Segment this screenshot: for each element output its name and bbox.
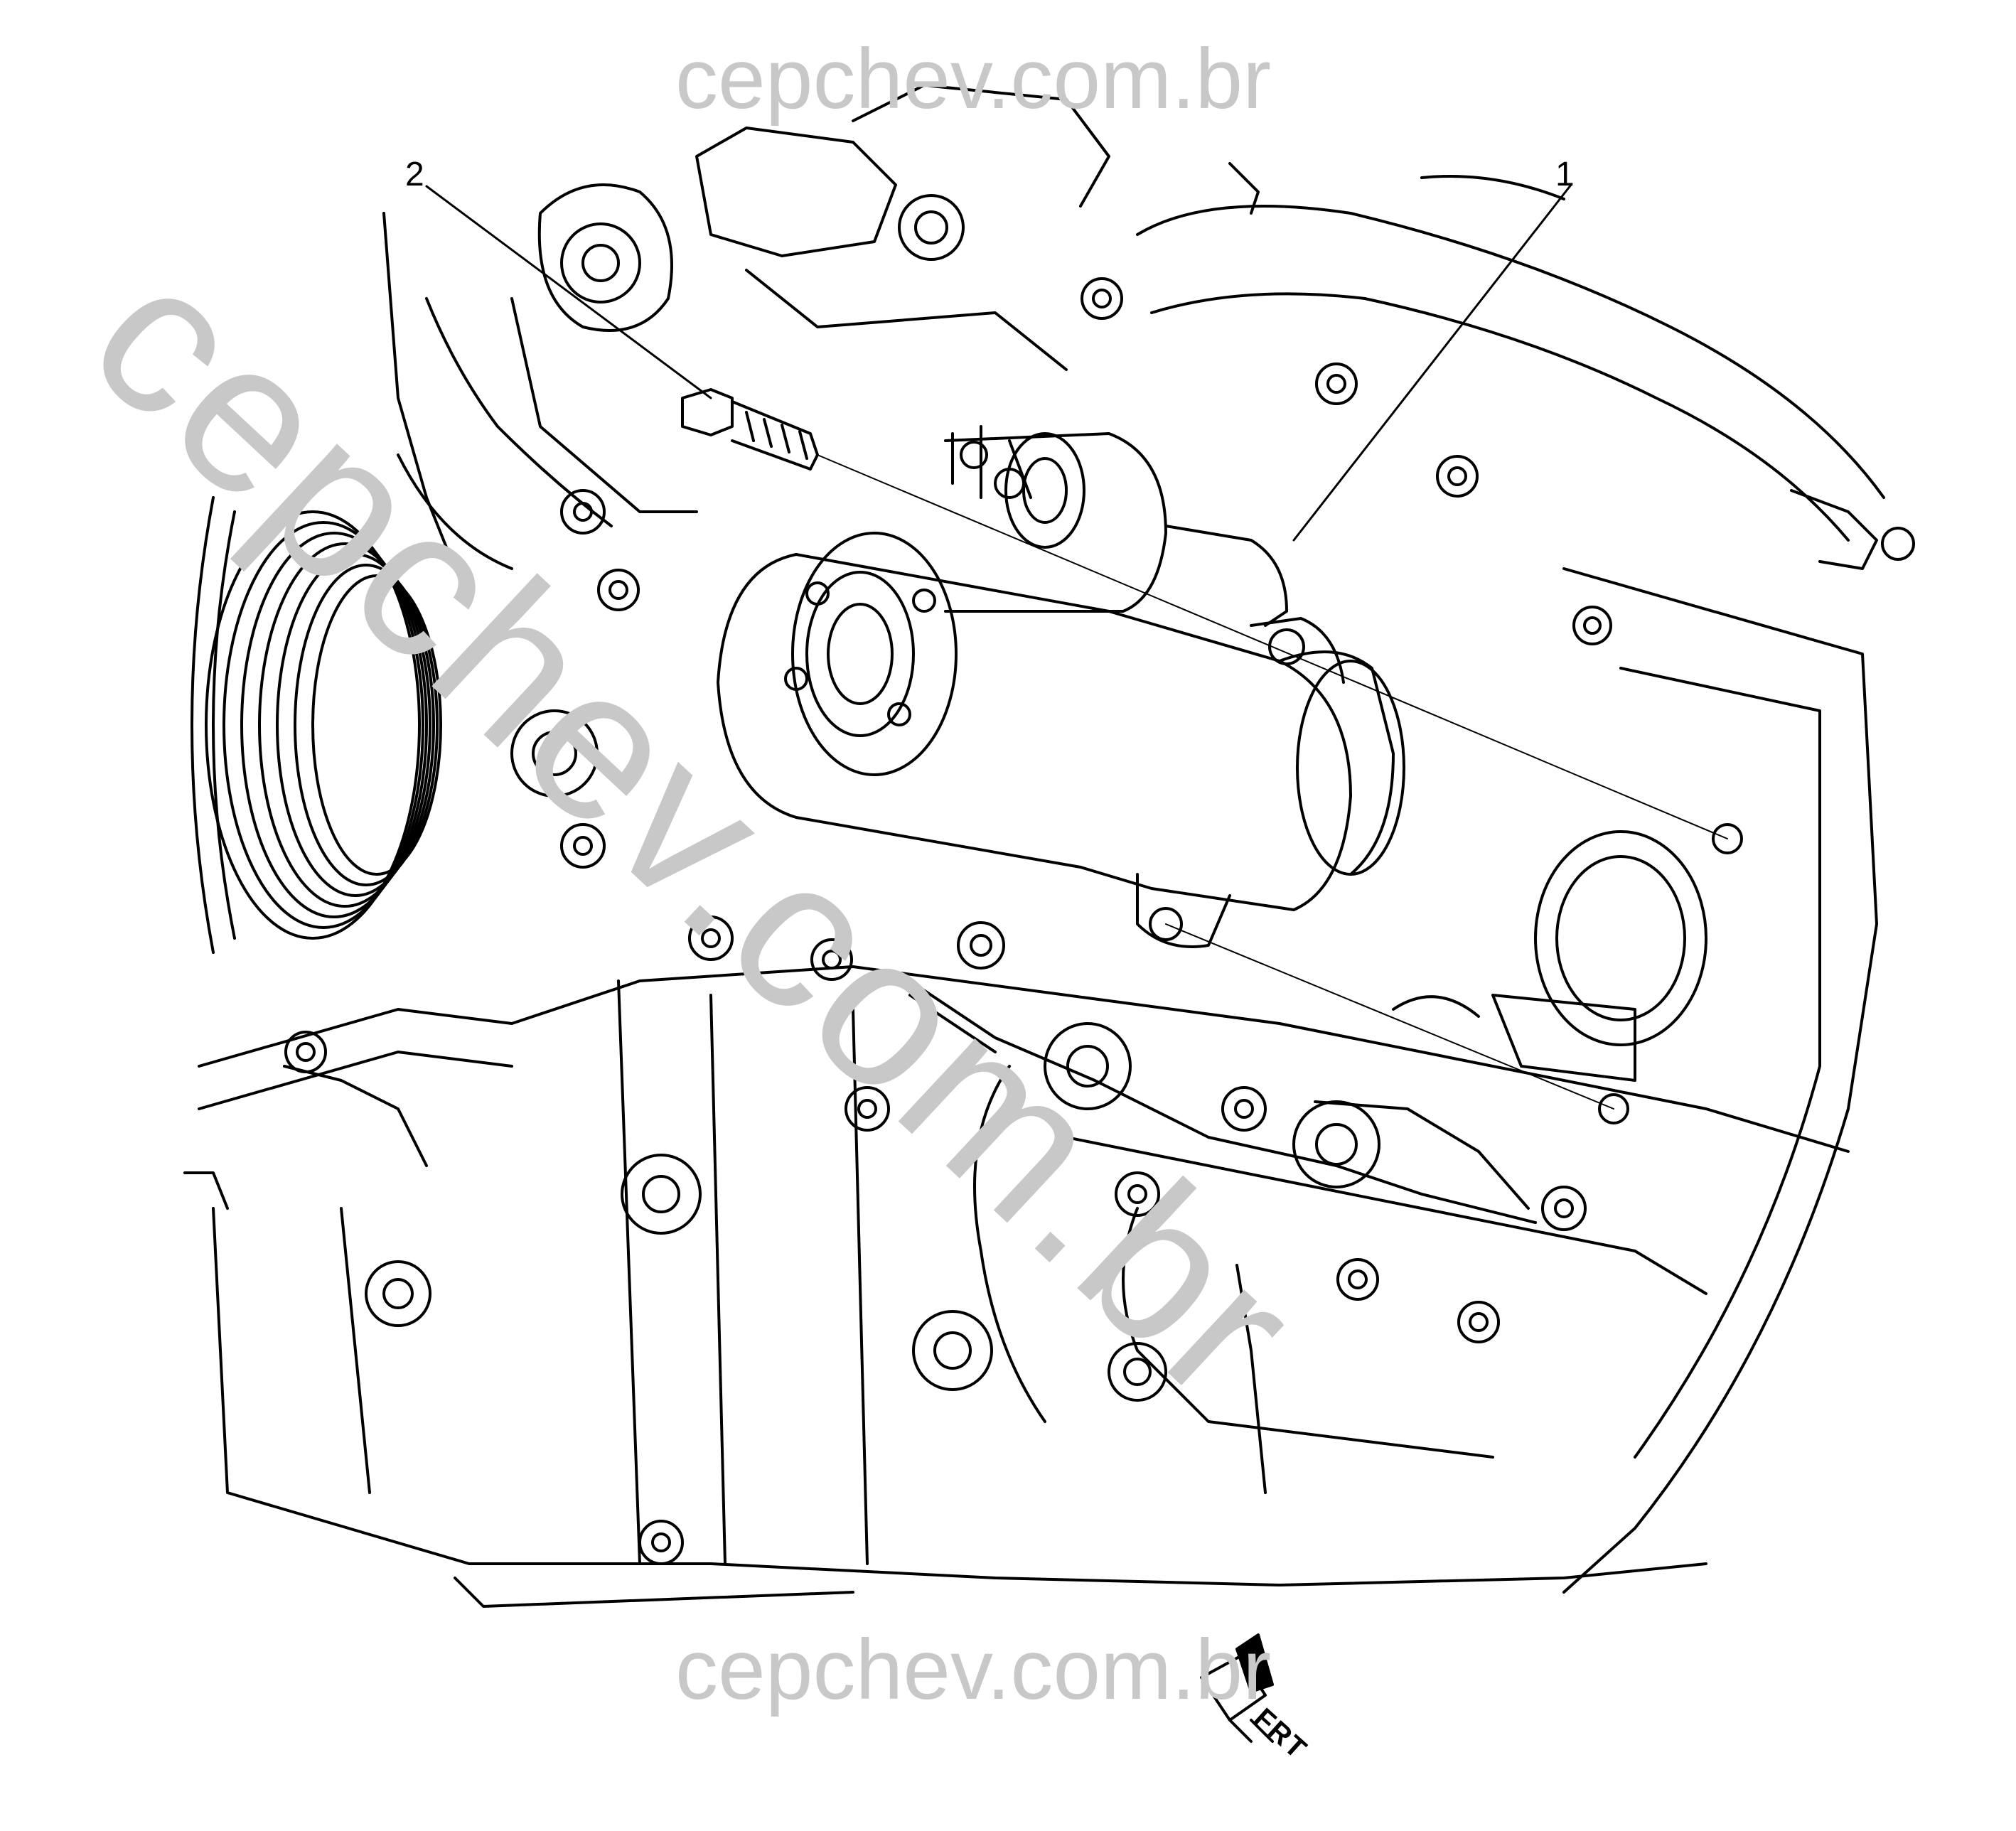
wiring-harness (382, 212, 1537, 1224)
crankshaft-pulley (191, 496, 442, 954)
accessory-bracket (510, 84, 1110, 513)
alignment-line-lower (1165, 923, 1614, 1110)
leader-line-2 (425, 185, 712, 399)
fasteners (284, 277, 1743, 1565)
starter-motor (717, 425, 1405, 948)
intake-tube (1136, 162, 1915, 570)
watermark-top: cepchev.com.br (675, 31, 1272, 127)
watermark-bottom: cepchev.com.br (675, 1622, 1272, 1717)
leader-line-1 (1292, 183, 1572, 542)
alignment-line-bolt (817, 454, 1728, 839)
starter-bolt (681, 388, 819, 471)
callout-1-label: 1 (1555, 156, 1575, 193)
callout-2-label: 2 (405, 156, 424, 193)
engine-block (183, 567, 1878, 1608)
front-arrow-icon (1200, 1633, 1274, 1743)
